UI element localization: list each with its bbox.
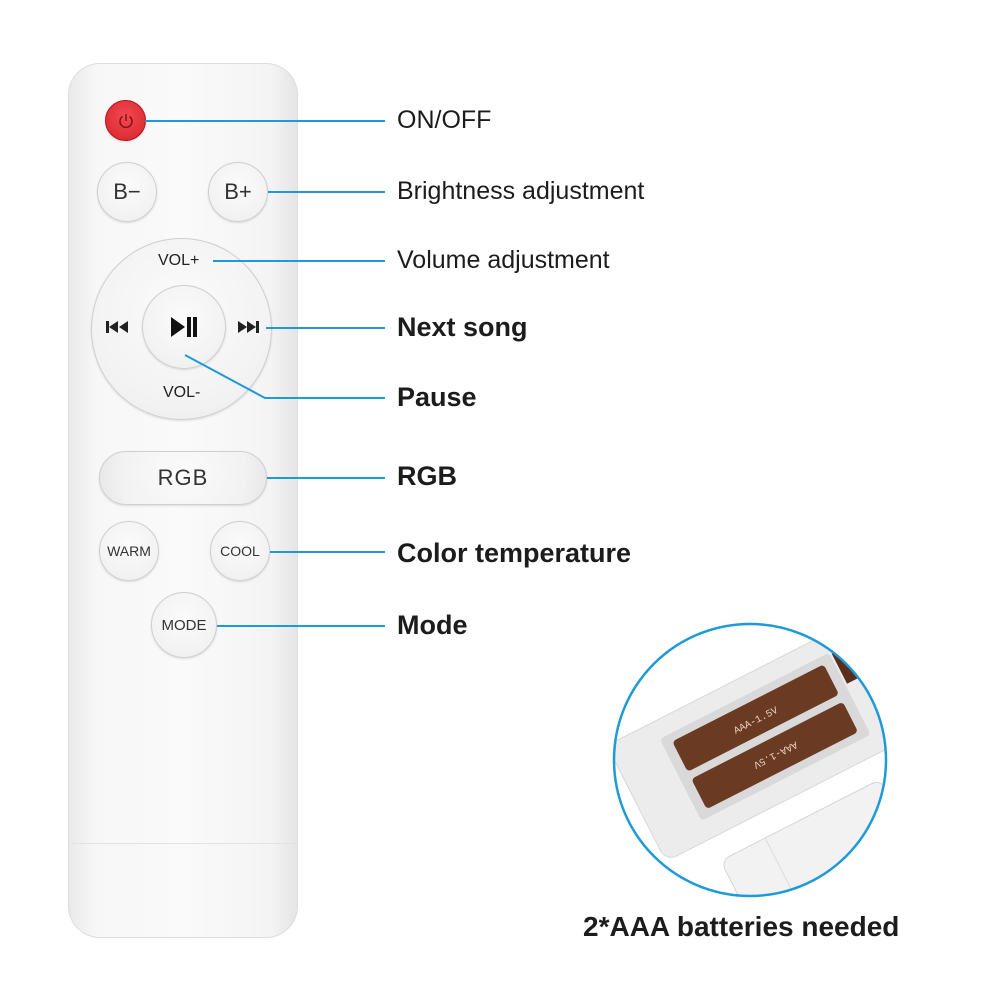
callout-line-next-song <box>266 327 385 329</box>
brightness-down-label: B− <box>113 179 141 204</box>
label-on-off: ON/OFF <box>397 106 492 134</box>
play-pause-icon <box>171 317 197 337</box>
next-song-button[interactable] <box>237 320 261 339</box>
callout-line-volume <box>213 260 385 262</box>
callout-line-on-off <box>145 120 385 122</box>
callout-line-mode <box>217 625 385 627</box>
brightness-up-label: B+ <box>224 179 252 204</box>
label-rgb: RGB <box>397 461 457 491</box>
next-icon <box>238 321 259 333</box>
callout-line-color-temperature <box>270 551 385 553</box>
callout-line-rgb <box>267 477 385 479</box>
cool-button-label: COOL <box>220 543 260 559</box>
brightness-down-button[interactable]: B− <box>97 162 157 222</box>
battery-caption: 2*AAA batteries needed <box>583 911 900 942</box>
label-brightness: Brightness adjustment <box>397 177 645 205</box>
label-mode: Mode <box>397 610 468 640</box>
play-pause-button[interactable] <box>142 285 226 369</box>
volume-up-button[interactable]: VOL+ <box>158 252 200 269</box>
rgb-button[interactable]: RGB <box>99 451 267 505</box>
mode-button[interactable]: MODE <box>151 592 217 658</box>
volume-down-button[interactable]: VOL- <box>163 384 201 401</box>
brightness-up-button[interactable]: B+ <box>208 162 268 222</box>
warm-button-label: WARM <box>107 543 151 559</box>
battery-compartment-inset: AAA-1.5V AAA-1.5V <box>612 622 888 898</box>
mode-button-label: MODE <box>161 616 207 634</box>
label-pause: Pause <box>397 382 477 412</box>
rgb-button-label: RGB <box>157 465 209 490</box>
callout-line-pause <box>184 354 385 399</box>
warm-button[interactable]: WARM <box>99 521 159 581</box>
power-icon <box>118 113 133 128</box>
previous-icon <box>106 321 128 333</box>
callout-line-brightness <box>268 191 385 193</box>
label-next-song: Next song <box>397 312 528 342</box>
power-button[interactable] <box>105 100 146 141</box>
label-color-temperature: Color temperature <box>397 538 632 568</box>
previous-song-button[interactable] <box>106 320 130 339</box>
cool-button[interactable]: COOL <box>210 521 270 581</box>
label-volume: Volume adjustment <box>397 246 610 274</box>
